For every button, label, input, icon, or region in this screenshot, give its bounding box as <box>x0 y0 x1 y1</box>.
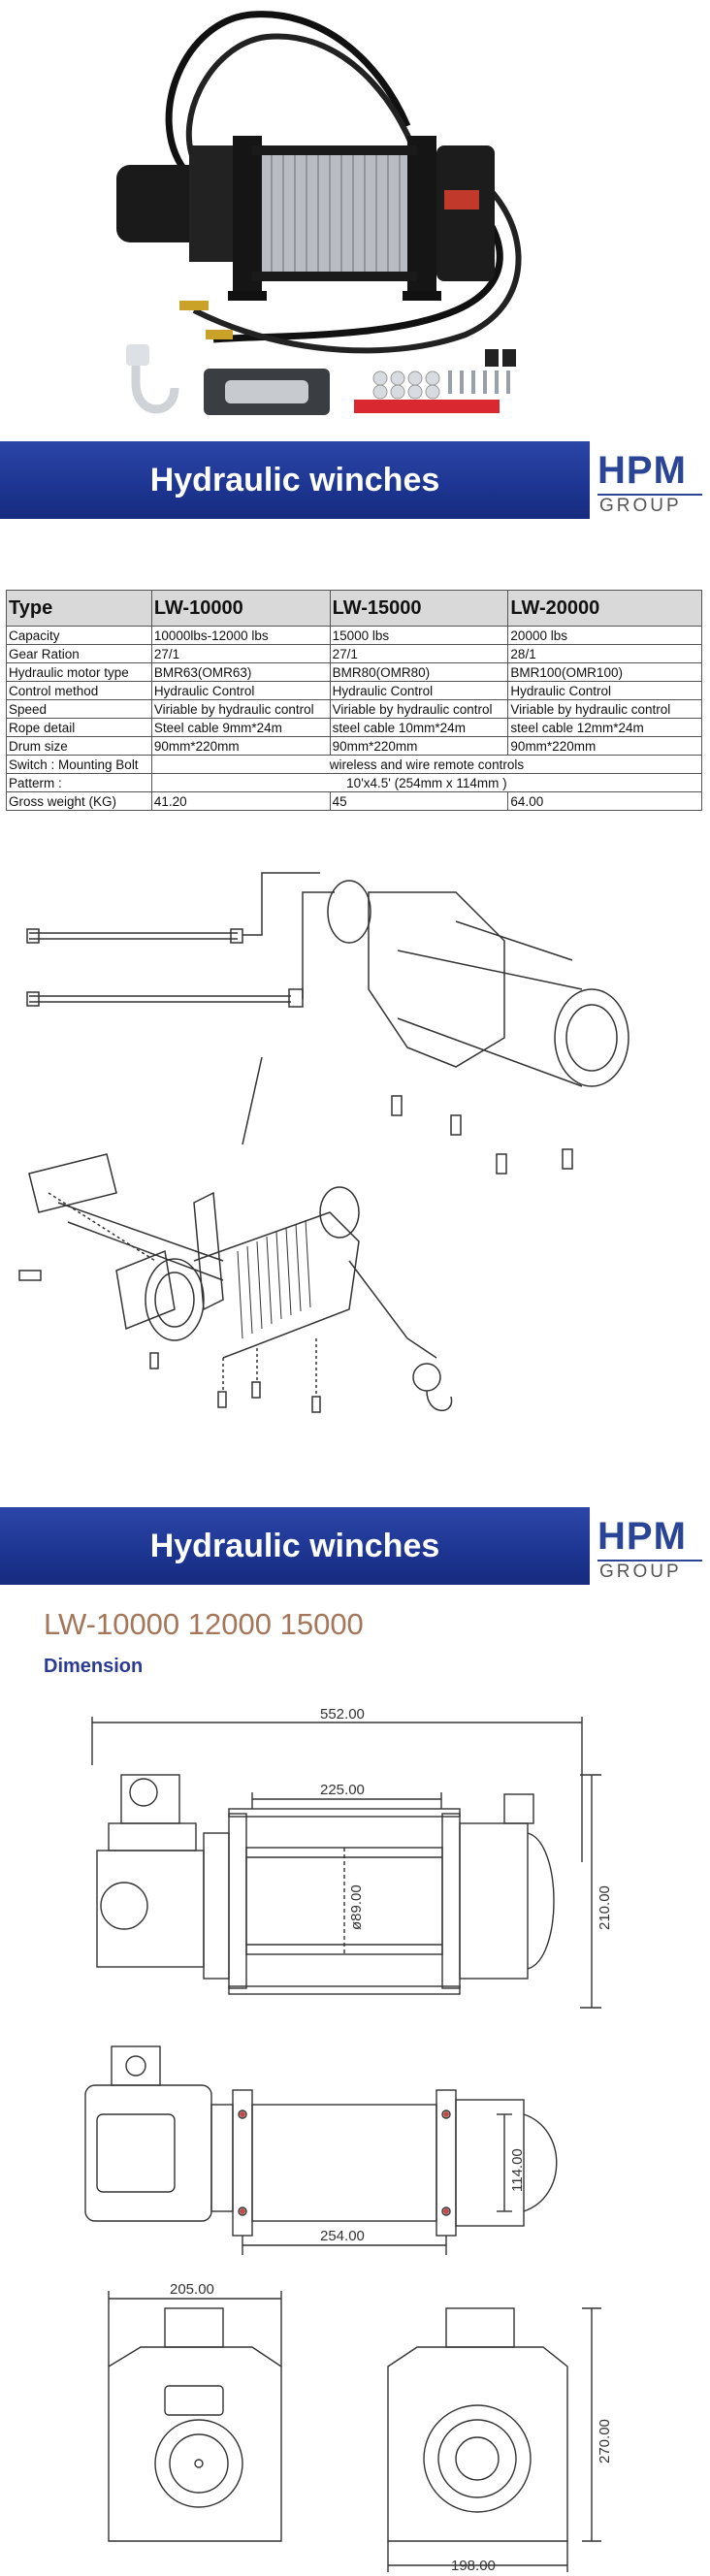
row-label: Gross weight (KG) <box>6 791 152 811</box>
section-banner: Hydraulic winches HPM GROUP <box>0 1507 710 1585</box>
cell: Steel cable 9mm*24m <box>150 718 331 737</box>
table-header-row: Type LW-10000 LW-15000 LW-20000 <box>6 590 702 627</box>
header-type: Type <box>6 590 152 627</box>
cell: 45 <box>329 791 509 811</box>
cell: 90mm*220mm <box>507 736 702 756</box>
table-row: Speed Viriable by hydraulic control Viri… <box>6 699 702 719</box>
cell: BMR100(OMR100) <box>507 662 702 682</box>
dimension-subtitle: Dimension <box>44 1656 144 1677</box>
merged-cell: 10'x4.5' (254mm x 114mm ) <box>150 773 703 792</box>
header-lw-10000: LW-10000 <box>150 590 331 627</box>
row-label: Capacity <box>6 626 152 645</box>
logo-text-group: GROUP <box>599 1562 682 1582</box>
cell: Viriable by hydraulic control <box>507 699 702 719</box>
banner-title: Hydraulic winches <box>0 441 590 519</box>
cell: BMR63(OMR63) <box>150 662 331 682</box>
row-label: Speed <box>6 699 152 719</box>
dim-height: 210.00 <box>597 1885 613 1930</box>
row-label: Control method <box>6 681 152 700</box>
cell: 64.00 <box>507 791 702 811</box>
dim-front-width: 198.00 <box>451 2558 496 2574</box>
dim-pattern-length: 254.00 <box>320 2228 365 2244</box>
cell: Viriable by hydraulic control <box>150 699 331 719</box>
row-label: Patterm : <box>6 773 152 792</box>
cell: BMR80(OMR80) <box>329 662 509 682</box>
logo-text-hpm: HPM <box>597 1515 687 1558</box>
cell: Viriable by hydraulic control <box>329 699 509 719</box>
merged-cell: wireless and wire remote controls <box>150 755 703 774</box>
cell: 90mm*220mm <box>329 736 509 756</box>
row-label: Rope detail <box>6 718 152 737</box>
table-row: Gross weight (KG) 41.20 45 64.00 <box>6 791 702 811</box>
cell: 27/1 <box>329 644 509 663</box>
table-row: Drum size 90mm*220mm 90mm*220mm 90mm*220… <box>6 736 702 756</box>
header-lw-15000: LW-15000 <box>329 590 509 627</box>
cell: 20000 lbs <box>507 626 702 645</box>
section-banner: Hydraulic winches HPM GROUP <box>0 441 710 519</box>
table-row: Hydraulic motor type BMR63(OMR63) BMR80(… <box>6 662 702 682</box>
dim-front-height: 270.00 <box>597 2419 613 2463</box>
logo-text-group: GROUP <box>599 496 682 516</box>
dim-pattern-width: 114.00 <box>509 2148 526 2192</box>
row-label: Switch : Mounting Bolt <box>6 755 152 774</box>
dim-drum-diameter: ø89.00 <box>348 1884 365 1930</box>
table-row: Switch : Mounting Bolt wireless and wire… <box>6 755 703 774</box>
dim-drum-length: 225.00 <box>320 1782 365 1798</box>
product-photo <box>0 0 710 446</box>
table-row: Control method Hydraulic Control Hydraul… <box>6 681 702 700</box>
hpm-group-logo: HPM GROUP <box>590 441 710 519</box>
dim-overall-length: 552.00 <box>320 1706 365 1723</box>
banner-title: Hydraulic winches <box>0 1507 590 1585</box>
cell: 90mm*220mm <box>150 736 331 756</box>
cell: Hydraulic Control <box>507 681 702 700</box>
cell: steel cable 10mm*24m <box>329 718 509 737</box>
model-title: LW-10000 12000 15000 <box>44 1607 364 1641</box>
cell: steel cable 12mm*24m <box>507 718 702 737</box>
dimension-drawing: 552.00 225.00 ø89.00 210.00 114.00 254.0… <box>0 1688 710 2576</box>
cell: 10000lbs-12000 lbs <box>150 626 331 645</box>
table-row: Capacity 10000lbs-12000 lbs 15000 lbs 20… <box>6 626 702 645</box>
cell: 28/1 <box>507 644 702 663</box>
cell: 27/1 <box>150 644 331 663</box>
table-row: Patterm : 10'x4.5' (254mm x 114mm ) <box>6 773 703 792</box>
spec-table: Type LW-10000 LW-15000 LW-20000 Capacity… <box>6 590 703 811</box>
hpm-group-logo: HPM GROUP <box>590 1507 710 1585</box>
table-row: Rope detail Steel cable 9mm*24m steel ca… <box>6 718 702 737</box>
cell: Hydraulic Control <box>150 681 331 700</box>
row-label: Hydraulic motor type <box>6 662 152 682</box>
dim-side-width: 205.00 <box>170 2281 214 2298</box>
assembly-drawing <box>0 853 710 1445</box>
cell: Hydraulic Control <box>329 681 509 700</box>
header-lw-20000: LW-20000 <box>507 590 702 627</box>
table-row: Gear Ration 27/1 27/1 28/1 <box>6 644 702 663</box>
row-label: Drum size <box>6 736 152 756</box>
row-label: Gear Ration <box>6 644 152 663</box>
cell: 15000 lbs <box>329 626 509 645</box>
logo-text-hpm: HPM <box>597 449 687 492</box>
cell: 41.20 <box>150 791 331 811</box>
